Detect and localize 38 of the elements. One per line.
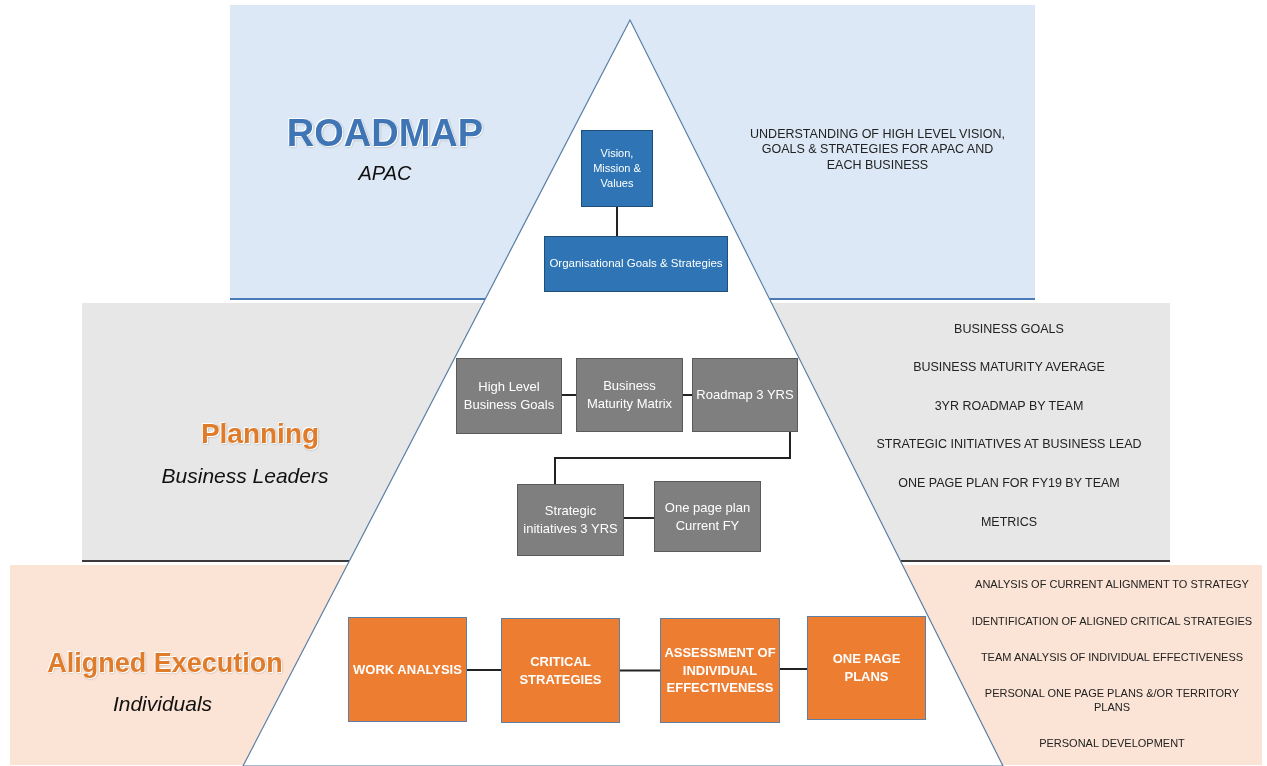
- process-box: ASSESSMENT OF INDIVIDUAL EFFECTIVENESS: [660, 618, 780, 723]
- process-box: Organisational Goals & Strategies: [544, 236, 728, 292]
- tier-band: [230, 5, 1035, 300]
- process-box: Business Maturity Matrix: [576, 358, 683, 432]
- connector-line: [682, 394, 693, 396]
- tier-description: IDENTIFICATION OF ALIGNED CRITICAL STRATEGIES: [971, 614, 1253, 629]
- tier-description: PERSONAL ONE PAGE PLANS &/OR TERRITORY PLANS: [983, 687, 1241, 715]
- tier-description: STRATEGIC INITIATIVES AT BUSINESS LEAD: [876, 437, 1142, 454]
- process-box: Vision, Mission & Values: [581, 130, 653, 207]
- tier-description: BUSINESS GOALS: [954, 321, 1064, 338]
- tier-description: ANALYSIS OF CURRENT ALIGNMENT TO STRATEGY: [975, 578, 1249, 592]
- process-box: Roadmap 3 YRS: [692, 358, 798, 432]
- connector-line: [554, 431, 791, 485]
- tier-description: ONE PAGE PLAN FOR FY19 BY TEAM: [898, 476, 1120, 492]
- tier-title: Aligned Execution: [46, 648, 284, 679]
- tier-description: TEAM ANALYSIS OF INDIVIDUAL EFFECTIVENESS: [980, 650, 1244, 665]
- process-box: WORK ANALYSIS: [348, 617, 467, 722]
- process-box: ONE PAGE PLANS: [807, 616, 926, 720]
- process-box: CRITICAL STRATEGIES: [501, 618, 620, 723]
- tier-subtitle: APAC: [356, 162, 413, 185]
- tier-description: UNDERSTANDING OF HIGH LEVEL VISION, GOALS & STRATEGIES FOR APAC AND EACH BUSINESS: [749, 126, 1006, 174]
- connector-line: [619, 669, 661, 672]
- connector-line: [616, 206, 618, 237]
- tier-subtitle: Individuals: [111, 692, 214, 716]
- tier-subtitle: Business Leaders: [160, 464, 330, 488]
- process-box: One page plan Current FY: [654, 481, 761, 552]
- tier-description: PERSONAL DEVELOPMENT: [1039, 737, 1185, 751]
- connector-line: [561, 394, 577, 396]
- connector-line: [466, 669, 502, 671]
- connector-line: [779, 668, 808, 670]
- tier-description: METRICS: [980, 514, 1038, 531]
- connector-line: [623, 517, 655, 519]
- tier-description: 3YR ROADMAP BY TEAM: [934, 398, 1084, 415]
- tier-title: ROADMAP: [285, 112, 485, 155]
- process-box: High Level Business Goals: [456, 358, 562, 434]
- process-box: Strategic initiatives 3 YRS: [517, 484, 624, 556]
- tier-description: BUSINESS MATURITY AVERAGE: [913, 360, 1105, 376]
- tier-title: Planning: [199, 418, 321, 450]
